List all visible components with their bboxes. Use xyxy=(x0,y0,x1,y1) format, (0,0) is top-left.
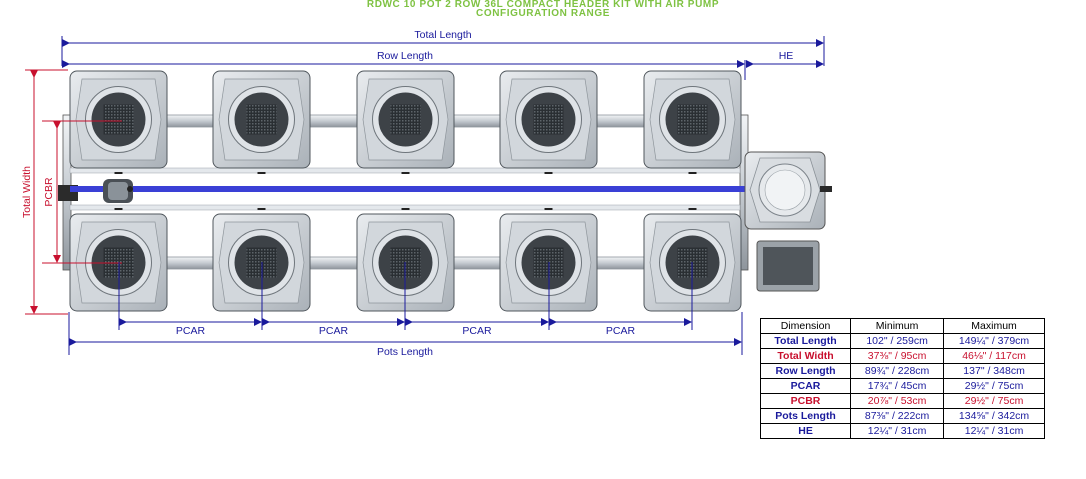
table-cell-dimension: Pots Length xyxy=(759,408,852,424)
table-cell-dimension: Row Length xyxy=(759,363,852,379)
center-supply-lines xyxy=(69,167,750,211)
row-length-dimension: Row Length xyxy=(62,50,746,80)
table-cell-maximum: 29½" / 75cm xyxy=(943,393,1045,409)
table-cell-dimension: PCAR xyxy=(759,378,852,394)
pcbr-dimension: PCBR xyxy=(42,120,122,264)
pot-icon xyxy=(69,70,168,174)
diagram-title: RDWC 10 POT 2 ROW 36L COMPACT HEADER KIT… xyxy=(0,0,1086,19)
table-cell-dimension: Total Length xyxy=(759,333,852,349)
he-label: HE xyxy=(779,50,794,62)
table-cell-dimension: Total Width xyxy=(759,348,852,364)
table-cell-dimension: PCBR xyxy=(759,393,852,409)
air-pump-unit xyxy=(756,240,820,292)
pcar-label: PCAR xyxy=(606,325,636,337)
table-cell-maximum: 29½" / 75cm xyxy=(943,378,1045,394)
pcar-dimensions: PCAR PCAR PCAR PCAR xyxy=(118,262,693,337)
table-cell-dimension: HE xyxy=(759,423,852,439)
pot-icon xyxy=(499,70,598,174)
pot-icon xyxy=(212,70,311,174)
table-cell-maximum: 46⅛" / 117cm xyxy=(943,348,1045,364)
total-width-label: Total Width xyxy=(21,166,33,218)
table-header-dimension: Dimension xyxy=(759,318,852,334)
total-length-dimension: Total Length xyxy=(61,29,825,66)
pots-length-dimension: Pots Length xyxy=(68,312,743,358)
table-cell-minimum: 89¾" / 228cm xyxy=(850,363,945,379)
header-tank xyxy=(744,151,832,230)
pcar-label: PCAR xyxy=(319,325,349,337)
pots-length-label: Pots Length xyxy=(377,346,433,358)
pot-icon xyxy=(643,70,742,174)
air-pump-icon xyxy=(103,179,133,203)
pcbr-label: PCBR xyxy=(43,177,55,207)
table-header-maximum: Maximum xyxy=(943,318,1045,334)
table-cell-minimum: 87⅜" / 222cm xyxy=(850,408,945,424)
title-line-2: CONFIGURATION RANGE xyxy=(476,8,610,19)
table-header-row: Dimension Minimum Maximum xyxy=(759,318,1045,334)
table-header-minimum: Minimum xyxy=(850,318,945,334)
table-cell-maximum: 12¼" / 31cm xyxy=(943,423,1045,439)
table-cell-maximum: 137" / 348cm xyxy=(943,363,1045,379)
pcar-label: PCAR xyxy=(176,325,206,337)
table-cell-minimum: 20⅞" / 53cm xyxy=(850,393,945,409)
table-cell-maximum: 134⅝" / 342cm xyxy=(943,408,1045,424)
table-cell-minimum: 12¼" / 31cm xyxy=(850,423,945,439)
pot-icon xyxy=(356,70,455,174)
table-cell-maximum: 149¼" / 379cm xyxy=(943,333,1045,349)
he-dimension: HE xyxy=(746,50,824,68)
pcar-label: PCAR xyxy=(462,325,492,337)
table-cell-minimum: 102" / 259cm xyxy=(850,333,945,349)
row-length-label: Row Length xyxy=(377,50,433,62)
table-cell-minimum: 17¾" / 45cm xyxy=(850,378,945,394)
total-length-label: Total Length xyxy=(414,29,471,41)
total-width-dimension: Total Width xyxy=(21,69,68,315)
table-cell-minimum: 37⅜" / 95cm xyxy=(850,348,945,364)
title-line-1: RDWC 10 POT 2 ROW 36L COMPACT HEADER KIT… xyxy=(366,0,720,10)
